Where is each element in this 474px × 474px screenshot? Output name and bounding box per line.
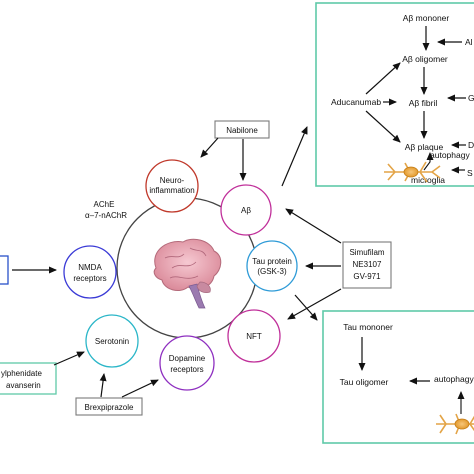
drug-box-brexpiprazole: Brexpiprazole: [75, 397, 143, 416]
tau-pathway-panel: Tau mononer Tau oligomer autophagy: [322, 310, 474, 444]
brexpiprazole-label: Brexpiprazole: [85, 403, 134, 412]
nabilone-box: [214, 120, 270, 139]
arrow-autophagy-to-plaque: [423, 152, 434, 171]
abeta-monomer-label: Aβ mononer: [403, 13, 450, 23]
nabilone-label: Nabilone: [226, 126, 258, 135]
arrow-aducanumab-to-plaque: [365, 110, 401, 143]
abeta-oligomer-label: Aβ oligomer: [402, 54, 448, 64]
arrow-simufilam-to-nft: [287, 288, 342, 320]
node-ache: AChE α–7-nAChR: [85, 200, 127, 220]
abeta-plaque-label: Aβ plaque: [405, 142, 444, 152]
arrow-abeta-to-panel: [281, 126, 308, 187]
tau-oligomer-label: Tau oligomer: [340, 377, 389, 387]
arrow-methylphenidate-to-serotonin: [53, 351, 85, 366]
tau-microglia-icon: [436, 413, 474, 435]
methylphenidate-label-2: avanserin: [6, 381, 41, 390]
left-cut-box: [0, 255, 9, 285]
simufilam-label-3: GV-971: [353, 272, 381, 281]
node-nft: NFT: [227, 309, 281, 363]
node-neuroinflammation: Neuro- inflammation: [145, 159, 199, 213]
cut-label-s: S: [467, 168, 473, 178]
cut-label-d: D: [468, 140, 474, 150]
ache-label-2: α–7-nAChR: [85, 211, 127, 220]
node-nmda: NMDA receptors: [63, 245, 117, 299]
nmda-circle: [63, 245, 117, 299]
abeta-panel-border: [315, 2, 474, 187]
drug-box-simufilam: Simufilam NE3107 GV-971: [342, 241, 392, 289]
tau-monomer-label: Tau mononer: [343, 322, 393, 332]
arrow-simufilam-to-abeta: [285, 208, 342, 244]
abeta-autophagy-label: autophagy: [430, 150, 470, 160]
tau-protein-label-1: Tau protein: [252, 257, 292, 266]
dopamine-label-1: Dopamine: [169, 354, 206, 363]
dopamine-label-2: receptors: [170, 365, 203, 374]
microglia-label: microglia: [411, 175, 445, 185]
arrow-brexpiprazole-to-dopamine: [121, 379, 159, 398]
nmda-label-2: receptors: [73, 274, 106, 283]
abeta-pathway-panel: Aβ mononer Aβ oligomer Aβ fibril Aβ plaq…: [315, 2, 474, 187]
simufilam-box: [342, 241, 392, 289]
arrow-tau-to-panel: [294, 294, 318, 321]
serotonin-circle: [85, 314, 139, 368]
node-serotonin: Serotonin: [85, 314, 139, 368]
simufilam-label-2: NE3107: [353, 260, 382, 269]
abeta-node-label: Aβ: [241, 206, 251, 215]
dopamine-circle: [159, 335, 215, 391]
aducanumab-label: Aducanumab: [331, 97, 381, 107]
node-dopamine: Dopamine receptors: [159, 335, 215, 391]
tau-protein-label-2: (GSK-3): [257, 267, 287, 276]
methylphenidate-box: [0, 362, 57, 395]
ache-label-1: AChE: [94, 200, 115, 209]
drug-box-left-cut: [0, 255, 9, 285]
cut-label-g: G: [468, 93, 474, 103]
tau-panel-border: [322, 310, 474, 444]
neuroinflammation-circle: [145, 159, 199, 213]
abeta-circle: [220, 184, 272, 236]
brain-icon: [153, 238, 222, 309]
arrow-nabilone-to-neuroinflammation: [200, 137, 219, 158]
drug-box-nabilone: Nabilone: [214, 120, 270, 139]
node-tau-protein: Tau protein (GSK-3): [246, 240, 298, 292]
microglia-icon: [384, 161, 441, 183]
neuroinflammation-label-2: inflammation: [149, 186, 194, 195]
nft-circle: [227, 309, 281, 363]
arrow-brexpiprazole-to-serotonin: [99, 373, 107, 398]
serotonin-label: Serotonin: [95, 337, 129, 346]
neuroinflammation-label-1: Neuro-: [160, 176, 185, 185]
abeta-fibril-label: Aβ fibril: [409, 98, 438, 108]
brexpiprazole-box: [75, 397, 143, 416]
cut-label-al: Al: [465, 37, 473, 47]
drug-box-methylphenidate: ylphenidate avanserin: [0, 362, 57, 395]
tau-protein-circle: [246, 240, 298, 292]
simufilam-label-1: Simufilam: [349, 248, 384, 257]
node-abeta: Aβ: [220, 184, 272, 236]
arrow-aducanumab-to-oligomer: [365, 62, 401, 95]
methylphenidate-label-1: ylphenidate: [1, 369, 42, 378]
nft-label: NFT: [246, 332, 262, 341]
tau-autophagy-label: autophagy: [434, 374, 474, 384]
nmda-label-1: NMDA: [78, 263, 102, 272]
